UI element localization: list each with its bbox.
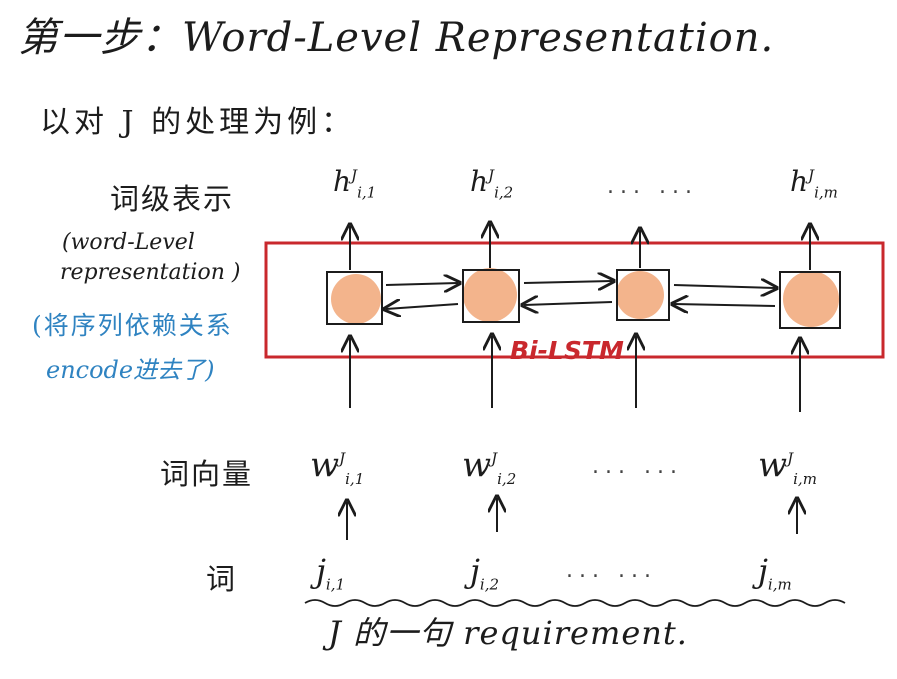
lstm-cell-2 [462, 268, 520, 323]
word-2: ji,2 [470, 552, 500, 594]
word-level-label-en-2: representation ) [60, 260, 241, 285]
word-vector-ellipsis: ... ... [592, 454, 683, 479]
embedding-arrows [347, 498, 797, 540]
hidden-state-2: hJi,2 [470, 165, 514, 202]
lstm-cell-m [779, 271, 841, 329]
bullet-text: 以对 J 的处理为例： [40, 105, 356, 140]
word-ellipsis: ... ... [566, 558, 657, 583]
page-title: 第一步：Word-Level Representation. [18, 15, 775, 61]
word-level-label-cn: 词级表示 [110, 182, 235, 216]
word-vector-m: wJi,m [758, 445, 817, 488]
note-label-1: (将序列依赖关系 [32, 311, 233, 340]
word-level-label-en-1: (word-Level [62, 230, 195, 255]
bilstm-frame [264, 241, 885, 359]
caption: J 的一句 requirement. [328, 614, 688, 652]
output-arrows [350, 224, 810, 270]
lstm-cell-1 [326, 271, 383, 325]
hidden-state-m: hJi,m [790, 165, 838, 202]
word-1: ji,1 [316, 552, 346, 594]
bilstm-arrows [386, 281, 775, 309]
hidden-state-1: hJi,1 [333, 165, 377, 202]
word-m: ji,m [758, 552, 792, 594]
word-vector-label: 词向量 [160, 457, 254, 491]
word-vector-2: wJi,2 [462, 445, 517, 488]
hidden-ellipsis: ... ... [607, 174, 698, 199]
input-arrows [350, 336, 800, 412]
bilstm-label: Bi-LSTM [510, 336, 624, 365]
sentence-underline [304, 599, 846, 607]
lstm-cell-3 [616, 269, 670, 321]
note-label-2: encode进去了) [46, 356, 215, 384]
word-label: 词 [206, 562, 238, 596]
word-vector-1: wJi,1 [310, 445, 365, 488]
